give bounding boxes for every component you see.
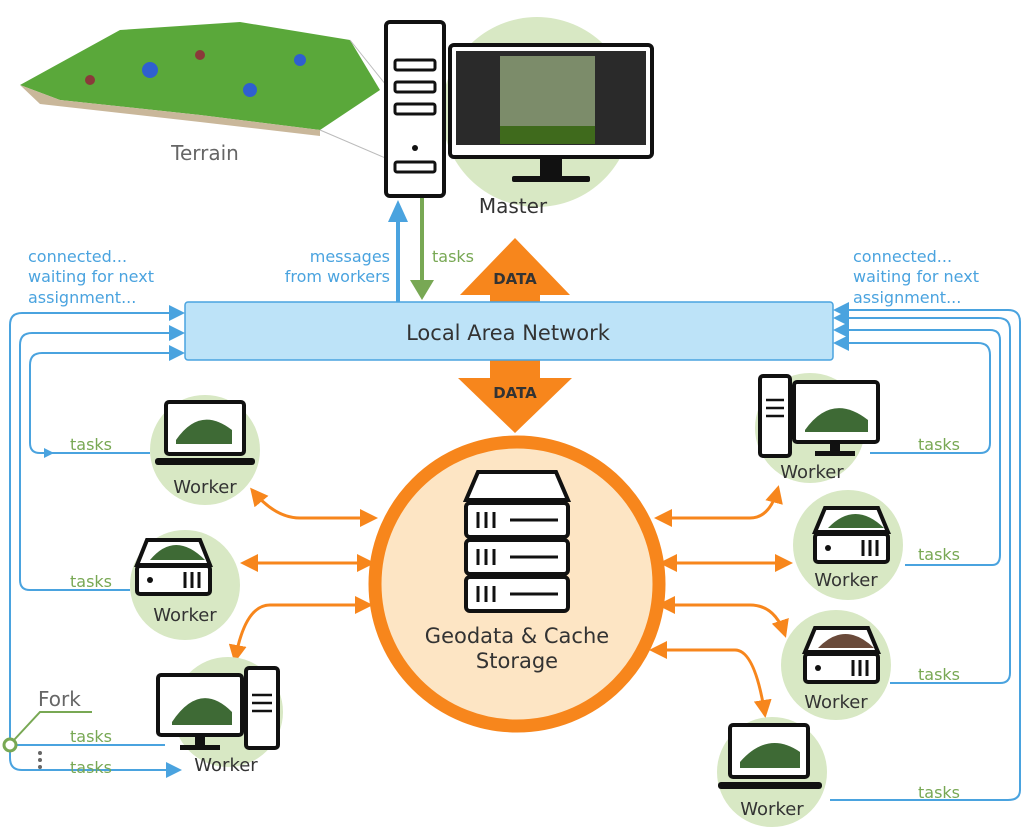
worker-label: Worker (740, 799, 804, 820)
worker-drive-right-1 (793, 490, 903, 600)
worker-drive-left (130, 530, 240, 640)
tasks-label-right-4: tasks (918, 783, 960, 802)
messages-label-1: messages (310, 247, 390, 266)
worker-laptop-left (150, 395, 260, 505)
worker-drive-right-2 (781, 610, 891, 720)
tasks-label-left-3: tasks (70, 727, 112, 746)
left-network-lines (9, 305, 185, 778)
worker-label: Worker (194, 755, 258, 776)
status-right-3: assignment... (853, 288, 961, 307)
tasks-label-left-4: tasks (70, 758, 112, 777)
worker-label: Worker (173, 477, 237, 498)
status-right-1: connected... (853, 247, 952, 266)
master-label: Master (479, 194, 548, 218)
fork-label: Fork (38, 687, 81, 711)
terrain-label: Terrain (170, 141, 239, 165)
master-computer-icon (384, 20, 654, 198)
server-stack-icon (462, 470, 572, 613)
status-left-2: waiting for next (28, 267, 154, 286)
tasks-label-left-2: tasks (70, 572, 112, 591)
tasks-label-left-1: tasks (70, 435, 112, 454)
status-left-3: assignment... (28, 288, 136, 307)
worker-laptop-right (717, 717, 827, 827)
status-right-2: waiting for next (853, 267, 979, 286)
data-up-label: DATA (493, 270, 537, 288)
lan-label: Local Area Network (406, 321, 611, 345)
master-tasks-label: tasks (432, 247, 474, 266)
tasks-label-right-2: tasks (918, 545, 960, 564)
storage-label-2: Storage (476, 649, 558, 673)
fork-leader-line (13, 711, 92, 741)
terrain-image (20, 22, 391, 161)
worker-label: Worker (780, 462, 844, 483)
worker-label: Worker (153, 605, 217, 626)
tasks-label-right-3: tasks (918, 665, 960, 684)
more-ellipsis-icon (38, 751, 42, 769)
right-network-lines (830, 302, 1021, 801)
fork-node (2, 737, 18, 753)
data-links (228, 485, 793, 718)
data-down-label: DATA (493, 384, 537, 402)
worker-desktop-left (156, 657, 283, 767)
tasks-label-right-1: tasks (918, 435, 960, 454)
messages-label-2: from workers (285, 267, 390, 286)
data-up-arrow (460, 238, 570, 303)
worker-desktop-right (755, 373, 880, 483)
status-left-1: connected... (28, 247, 127, 266)
worker-label: Worker (804, 692, 868, 713)
worker-label: Worker (814, 570, 878, 591)
data-down-arrow (458, 360, 572, 433)
storage-label-1: Geodata & Cache (425, 624, 609, 648)
